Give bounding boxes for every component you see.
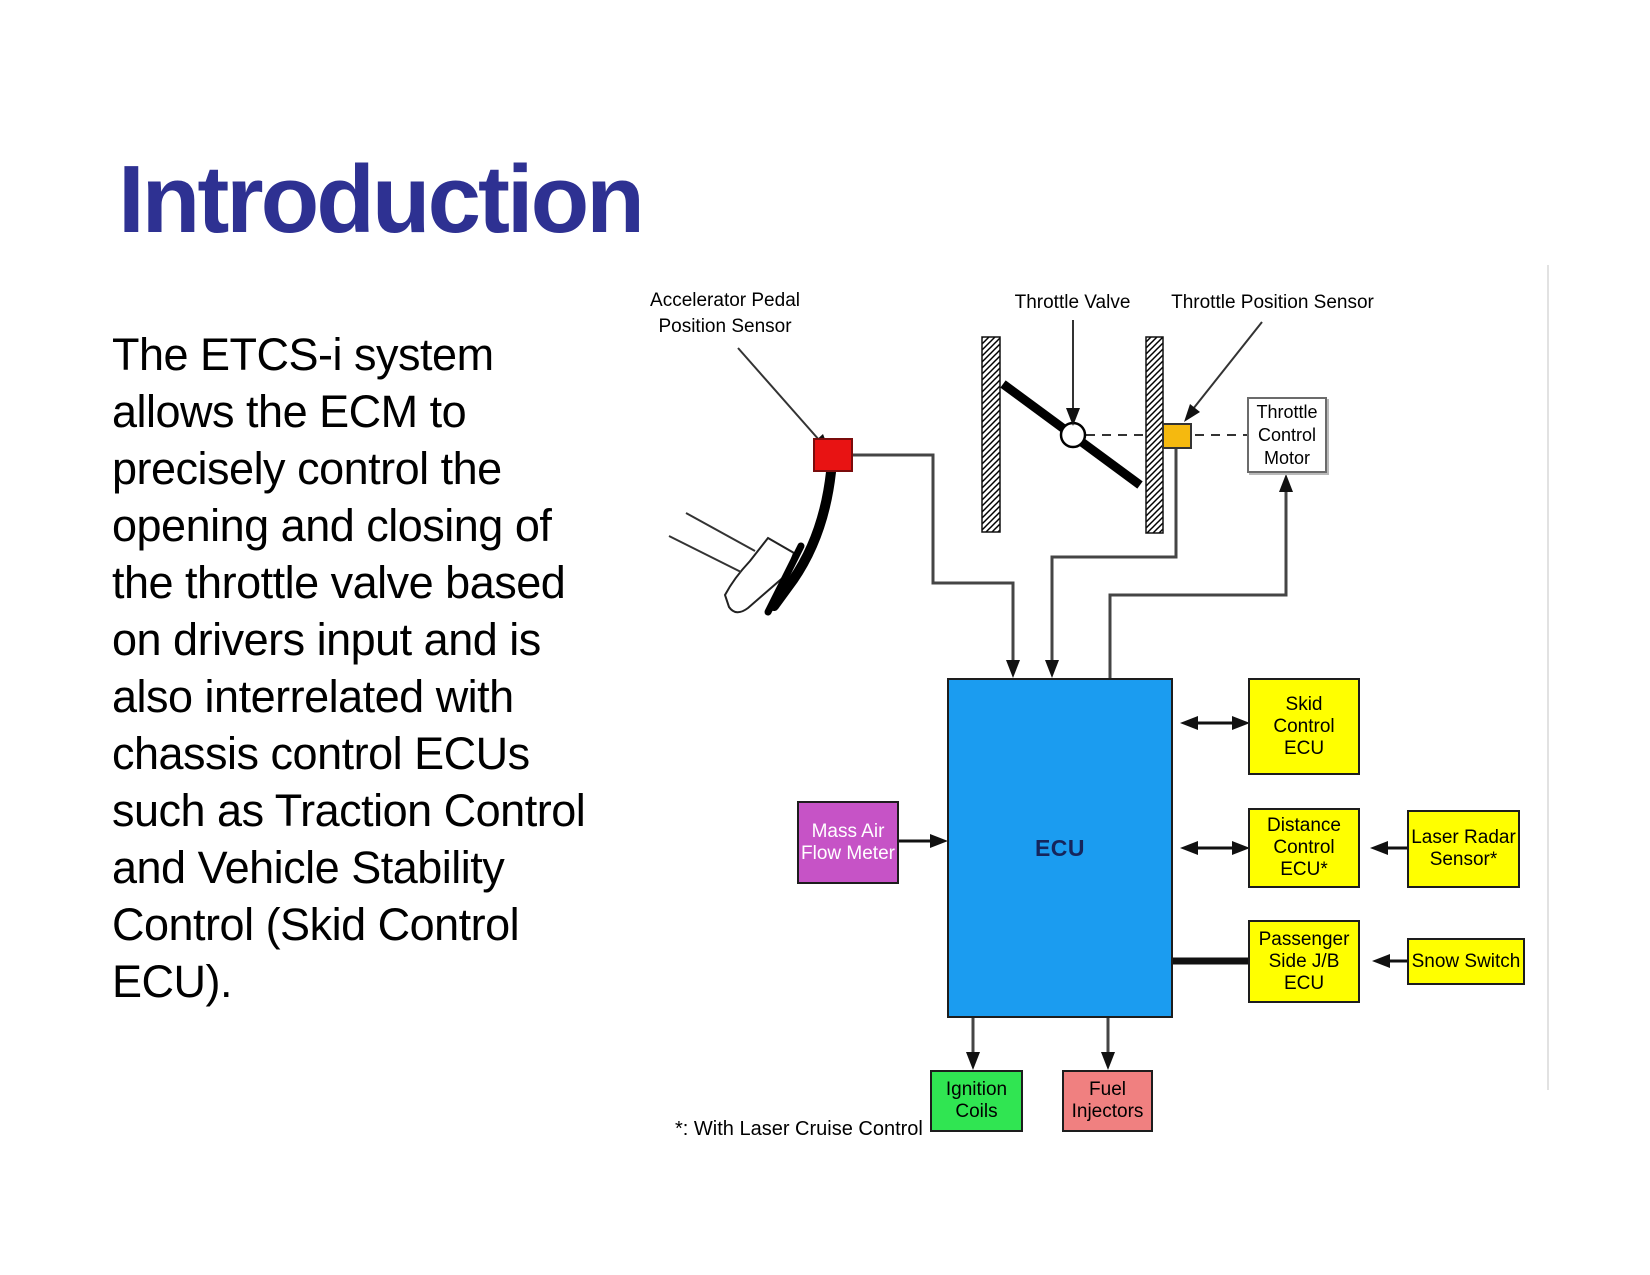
arrowhead: [1006, 660, 1020, 678]
arrowhead: [1232, 841, 1250, 855]
body-line: ECU).: [112, 956, 233, 1007]
skid-control-ecu-box: Skid Control ECU: [1248, 678, 1360, 775]
body-line: the throttle valve based: [112, 557, 566, 608]
arrowhead: [1232, 716, 1250, 730]
body-line: The ETCS-i system: [112, 329, 494, 380]
arrowhead: [1184, 404, 1200, 422]
snow-switch-box: Snow Switch: [1407, 938, 1525, 985]
leg-line: [668, 535, 742, 573]
accelerator-pedal-position-sensor-label: Accelerator Pedal Position Sensor: [650, 290, 800, 337]
throttle-body-wall-left: [981, 336, 1001, 533]
throttle-valve-shaft: [1059, 421, 1087, 449]
throttle-position-sensor-box: [1162, 423, 1192, 449]
arrowhead: [1045, 660, 1059, 678]
arrowhead: [1180, 716, 1198, 730]
throttle-valve-label: Throttle Valve: [1014, 292, 1131, 313]
throttle-body-wall-right: [1145, 336, 1164, 534]
pedal-sensor-wire: [853, 453, 1015, 662]
arrowhead: [1372, 954, 1390, 968]
fuel-injectors-box: Fuel Injectors: [1062, 1070, 1153, 1132]
mass-air-flow-meter-box: Mass Air Flow Meter: [797, 801, 899, 884]
body-line: on drivers input and is: [112, 614, 541, 665]
arrowhead: [1279, 474, 1293, 492]
foot-outline: [723, 536, 796, 614]
motor-drive-wire: [1108, 492, 1288, 678]
body-line: precisely control the: [112, 443, 502, 494]
leg-line: [685, 512, 756, 552]
page-title: Introduction: [118, 146, 645, 253]
tps-wire: [1050, 449, 1178, 662]
arrowhead: [1180, 841, 1198, 855]
body-text: The ETCS-i system allows the ECM to prec…: [112, 326, 586, 1010]
passenger-side-jb-ecu-box: Passenger Side J/B ECU: [1248, 920, 1360, 1003]
ecu-box: ECU: [947, 678, 1173, 1018]
arrowhead: [1066, 408, 1080, 426]
laser-radar-sensor-box: Laser Radar Sensor*: [1407, 810, 1520, 888]
throttle-control-motor-box: Throttle Control Motor: [1247, 397, 1327, 473]
arrowhead: [930, 834, 948, 848]
body-line: Control (Skid Control: [112, 899, 520, 950]
ignition-coils-box: Ignition Coils: [930, 1070, 1023, 1132]
pedal-arm: [769, 467, 836, 611]
arrowhead: [1370, 841, 1388, 855]
tps-label-arrow: [1192, 321, 1263, 410]
accelerator-pedal-position-sensor-box: [813, 438, 853, 472]
arrowhead: [966, 1052, 980, 1070]
pedal-pad: [764, 542, 805, 616]
arrowhead: [1101, 1052, 1115, 1070]
footnote: *: With Laser Cruise Control: [675, 1118, 923, 1140]
body-line: opening and closing of: [112, 500, 552, 551]
body-line: chassis control ECUs: [112, 728, 530, 779]
accel-label-arrow: [737, 347, 821, 442]
body-line: allows the ECM to: [112, 386, 467, 437]
body-line: also interrelated with: [112, 671, 514, 722]
throttle-position-sensor-label: Throttle Position Sensor: [1171, 292, 1374, 313]
distance-control-ecu-box: Distance Control ECU*: [1248, 808, 1360, 888]
body-line: and Vehicle Stability: [112, 842, 505, 893]
body-line: such as Traction Control: [112, 785, 586, 836]
